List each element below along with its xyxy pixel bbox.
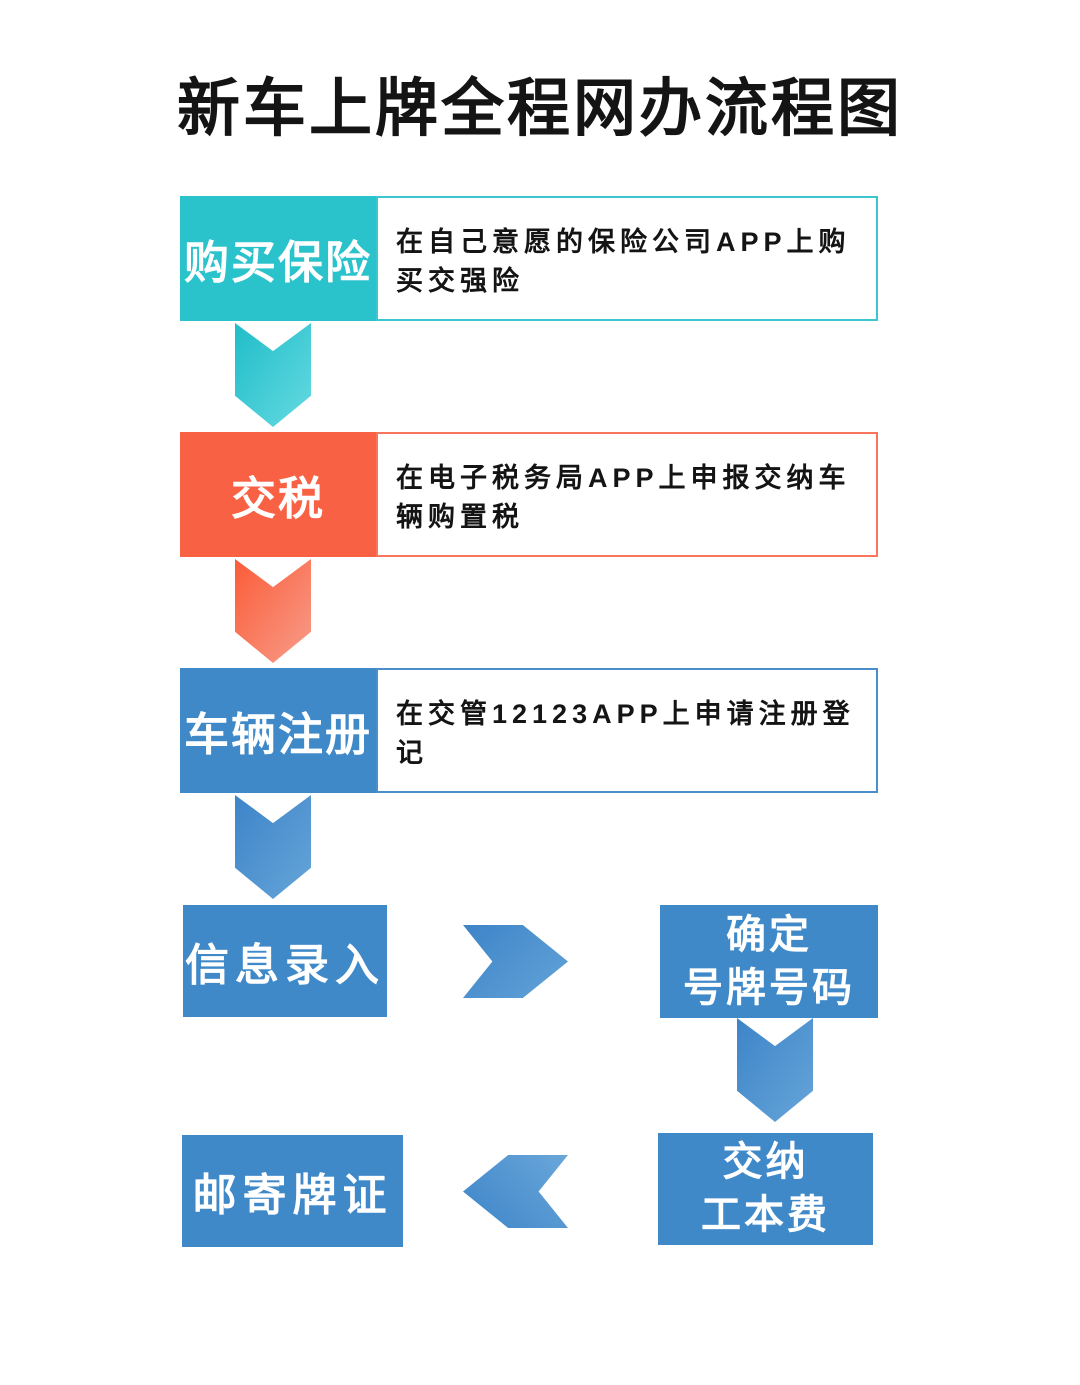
left-arrow-icon	[463, 1155, 568, 1228]
step-label-buy-insurance: 购买保险	[180, 196, 376, 321]
step-desc-vehicle-registration: 在交管12123APP上申请注册登记	[376, 668, 878, 793]
down-arrow-orange-icon	[235, 559, 311, 663]
down-arrow-plate-icon	[737, 1018, 813, 1122]
down-arrow-teal-icon	[235, 323, 311, 427]
node-info-entry-label: 信息录入	[185, 941, 385, 990]
node-confirm-plate-line1: 确定	[726, 912, 812, 957]
step-label-vehicle-registration: 车辆注册	[180, 668, 376, 793]
step-label-pay-tax: 交税	[180, 432, 376, 557]
down-arrow-blue-icon	[235, 795, 311, 899]
node-mail-plate: 邮寄牌证	[182, 1135, 403, 1247]
node-confirm-plate-line2: 号牌号码	[683, 965, 855, 1010]
node-mail-plate-label: 邮寄牌证	[192, 1171, 393, 1220]
right-arrow-icon	[463, 925, 568, 998]
step-desc-buy-insurance: 在自己意愿的保险公司APP上购买交强险	[376, 196, 878, 321]
node-pay-fee: 交纳 工本费	[658, 1133, 873, 1245]
page-title: 新车上牌全程网办流程图	[177, 74, 903, 144]
step-desc-pay-tax: 在电子税务局APP上申报交纳车辆购置税	[376, 432, 878, 557]
node-pay-fee-line2: 工本费	[701, 1193, 830, 1237]
node-info-entry: 信息录入	[183, 905, 387, 1017]
node-confirm-plate: 确定 号牌号码	[660, 905, 878, 1018]
node-pay-fee-line1: 交纳	[722, 1140, 809, 1185]
